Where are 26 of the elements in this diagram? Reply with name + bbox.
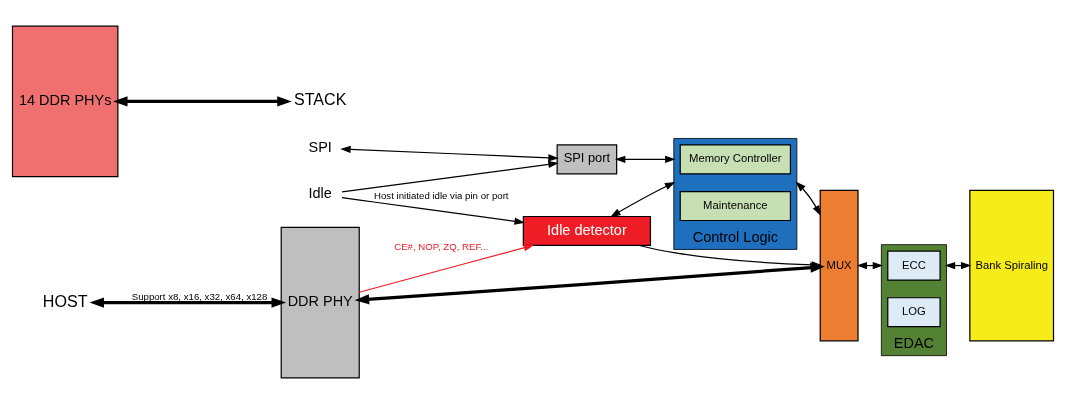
arrow bbox=[89, 297, 287, 308]
node-box: 14 DDR PHYs bbox=[11, 25, 119, 177]
edge-label: Host initiated idle via pin or port bbox=[374, 189, 509, 201]
node-box: DDR PHY bbox=[280, 226, 360, 378]
node-text: Idle bbox=[308, 184, 332, 201]
arrow bbox=[341, 196, 525, 225]
arrow bbox=[614, 155, 676, 163]
node-box: Bank Spiraling bbox=[969, 189, 1055, 341]
arrow bbox=[340, 145, 559, 161]
edge-label: CE#, NOP, ZQ, REF... bbox=[394, 240, 489, 252]
arrow bbox=[113, 95, 292, 106]
arrow bbox=[610, 181, 676, 217]
node-box: ECC bbox=[887, 249, 941, 281]
edge-label: Support x8, x16, x32, x64, x128 bbox=[131, 290, 268, 302]
arrow bbox=[795, 180, 821, 216]
node-box: Maintenance bbox=[679, 190, 792, 221]
arrow bbox=[341, 160, 559, 193]
node-box: LOG bbox=[887, 296, 941, 327]
node-text: STACK bbox=[294, 89, 347, 108]
node-box: Memory Controller bbox=[679, 143, 792, 174]
node-text: HOST bbox=[42, 291, 88, 310]
node-box: Idle detector bbox=[522, 215, 652, 246]
node-text: SPI bbox=[308, 138, 332, 155]
node-box: SPI port bbox=[556, 143, 618, 174]
arrow bbox=[358, 243, 535, 293]
node-box: MUX bbox=[819, 189, 859, 341]
